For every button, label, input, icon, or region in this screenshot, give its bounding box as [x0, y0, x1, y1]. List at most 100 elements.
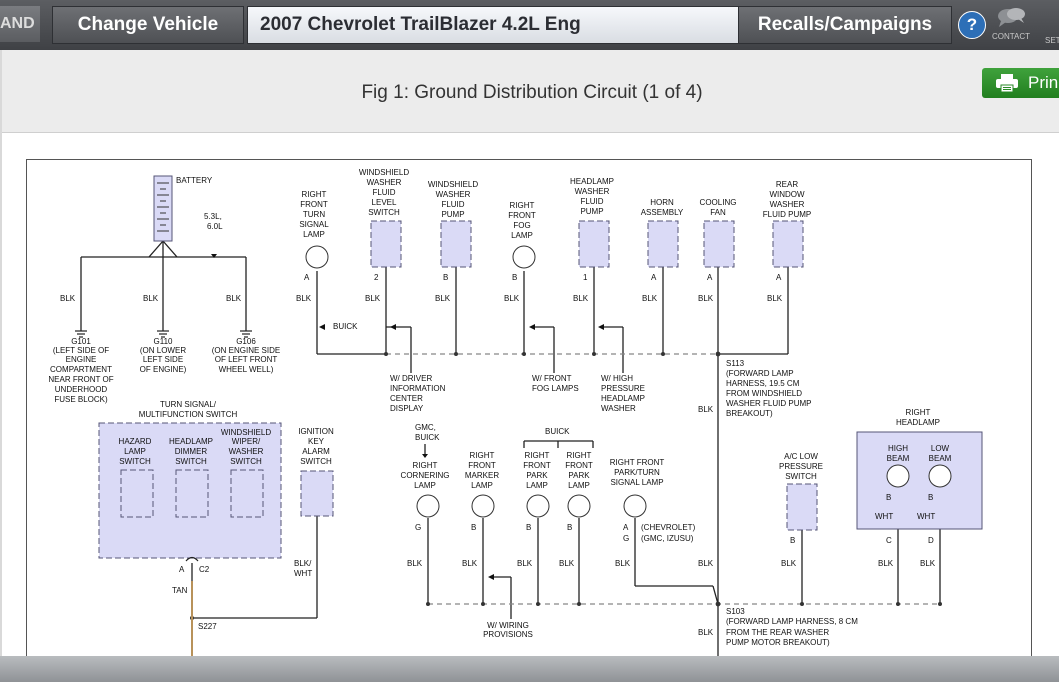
print-label: Prin [1028, 73, 1059, 92]
svg-text:FROM WINDSHIELD: FROM WINDSHIELD [726, 389, 802, 398]
svg-text:FRONT: FRONT [468, 461, 496, 470]
svg-text:PARK: PARK [568, 471, 590, 480]
nav-truncated-item[interactable]: AND [0, 6, 40, 42]
svg-text:FOG LAMPS: FOG LAMPS [532, 384, 579, 393]
svg-text:ALARM: ALARM [302, 447, 330, 456]
svg-text:COOLING: COOLING [700, 198, 737, 207]
svg-text:(ON LOWER: (ON LOWER [140, 346, 186, 355]
horn-assembly: HORN ASSEMBLY A BLK [641, 198, 684, 303]
svg-text:WHEEL WELL): WHEEL WELL) [219, 365, 274, 374]
change-vehicle-button[interactable]: Change Vehicle [52, 6, 244, 44]
svg-text:WINDSHIELD: WINDSHIELD [221, 428, 271, 437]
svg-text:ENGINE: ENGINE [66, 355, 97, 364]
svg-text:WIPER/: WIPER/ [232, 437, 261, 446]
buick-note: BUICK [333, 322, 358, 331]
svg-text:HAZARD: HAZARD [119, 437, 152, 446]
contact-label: CONTACT [991, 32, 1031, 41]
svg-text:BLK: BLK [504, 294, 520, 303]
svg-text:LAMP: LAMP [568, 481, 590, 490]
svg-text:W/ HIGH: W/ HIGH [601, 374, 633, 383]
svg-text:2: 2 [374, 273, 379, 282]
svg-text:G: G [623, 534, 629, 543]
wire-color-label: WHT [294, 569, 312, 578]
svg-text:RIGHT: RIGHT [525, 451, 550, 460]
svg-text:(LEFT SIDE OF: (LEFT SIDE OF [53, 346, 109, 355]
svg-text:LAMP: LAMP [303, 230, 325, 239]
svg-text:RIGHT: RIGHT [567, 451, 592, 460]
hazard-lamp-switch: HAZARD LAMP SWITCH [119, 437, 154, 518]
svg-text:WASHER FLUID PUMP: WASHER FLUID PUMP [726, 399, 812, 408]
svg-text:SWITCH: SWITCH [368, 208, 400, 217]
svg-text:SIGNAL LAMP: SIGNAL LAMP [610, 478, 663, 487]
ignition-key-alarm-switch: IGNITION KEY ALARM SWITCH [298, 427, 334, 517]
svg-text:D: D [928, 536, 934, 545]
svg-text:FRONT: FRONT [565, 461, 593, 470]
svg-text:B: B [471, 523, 476, 532]
svg-text:B: B [567, 523, 572, 532]
connector-pin: A [179, 565, 185, 574]
svg-text:FLUID PUMP: FLUID PUMP [763, 210, 811, 219]
svg-text:BLK: BLK [920, 559, 936, 568]
svg-text:RIGHT: RIGHT [510, 201, 535, 210]
svg-text:SWITCH: SWITCH [300, 457, 332, 466]
ground-distribution-schematic: BATTERY 5.3L, 6.0L BLK BLK BLK G101 (LEF… [48, 168, 983, 657]
svg-text:G101: G101 [71, 337, 91, 346]
svg-text:KEY: KEY [308, 437, 325, 446]
svg-text:IGNITION: IGNITION [298, 427, 334, 436]
svg-text:A: A [707, 273, 713, 282]
wiring-diagram: BATTERY 5.3L, 6.0L BLK BLK BLK G101 (LEF… [26, 159, 1032, 658]
svg-text:W/ WIRING: W/ WIRING [487, 621, 529, 630]
svg-text:UNDERHOOD: UNDERHOOD [55, 385, 108, 394]
chat-bubbles-icon [998, 8, 1025, 27]
right-front-park-lamp: RIGHT FRONT PARK LAMP B BLK [559, 451, 593, 568]
svg-text:BLK: BLK [878, 559, 894, 568]
svg-text:HEADLAMP: HEADLAMP [896, 418, 940, 427]
right-front-fog-lamp: RIGHT FRONT FOG LAMP B BLK [504, 201, 536, 303]
svg-text:RIGHT: RIGHT [906, 408, 931, 417]
svg-text:B: B [443, 273, 448, 282]
svg-text:(CHEVROLET): (CHEVROLET) [641, 523, 696, 532]
svg-text:FLUID: FLUID [580, 197, 603, 206]
svg-text:LAMP: LAMP [526, 481, 548, 490]
svg-text:BEAM: BEAM [887, 454, 910, 463]
svg-text:DIMMER: DIMMER [175, 447, 208, 456]
svg-text:WASHER: WASHER [601, 404, 636, 413]
recalls-campaigns-button[interactable]: Recalls/Campaigns [738, 6, 952, 44]
svg-text:SWITCH: SWITCH [785, 472, 817, 481]
svg-text:CENTER: CENTER [390, 394, 423, 403]
print-button[interactable]: Prin [982, 68, 1059, 98]
svg-text:RIGHT FRONT: RIGHT FRONT [610, 458, 665, 467]
headlamp-dimmer-switch: HEADLAMP DIMMER SWITCH [169, 437, 213, 518]
svg-text:A: A [651, 273, 657, 282]
svg-text:BLK: BLK [462, 559, 478, 568]
svg-text:B: B [526, 523, 531, 532]
svg-text:B: B [512, 273, 517, 282]
svg-text:WHT: WHT [917, 512, 935, 521]
right-front-park-turn-signal-lamp: RIGHT FRONT PARK/TURN SIGNAL LAMP A G (C… [610, 458, 696, 568]
connector-c2-label: C2 [199, 565, 210, 574]
battery-symbol [153, 175, 173, 242]
splice-s103-label: S103 (FORWARD LAMP HARNESS, 8 CM FROM TH… [726, 607, 858, 647]
svg-text:1: 1 [583, 273, 588, 282]
svg-text:PRESSURE: PRESSURE [601, 384, 645, 393]
svg-text:SWITCH: SWITCH [175, 457, 207, 466]
help-icon[interactable]: ? [958, 11, 986, 39]
gmc-buick-note: BUICK [415, 433, 440, 442]
svg-text:HEADLAMP: HEADLAMP [169, 437, 213, 446]
settings-label[interactable]: SET [1045, 36, 1059, 45]
engine-note-line: 6.0L [207, 222, 223, 231]
multifunction-switch-label: TURN SIGNAL/ MULTIFUNCTION SWITCH [139, 400, 238, 419]
svg-text:BLK: BLK [642, 294, 658, 303]
wiring-provisions-note: W/ WIRING PROVISIONS [483, 621, 533, 639]
svg-text:INFORMATION: INFORMATION [390, 384, 446, 393]
wire-color-label: BLK [698, 559, 714, 568]
svg-text:(ON ENGINE SIDE: (ON ENGINE SIDE [212, 346, 280, 355]
svg-text:RIGHT: RIGHT [470, 451, 495, 460]
svg-text:SIGNAL: SIGNAL [299, 220, 329, 229]
splice-s113-label: S113 (FORWARD LAMP HARNESS, 19.5 CM FROM… [726, 359, 812, 418]
bottom-scrollbar-area[interactable] [0, 656, 1059, 682]
svg-text:FOG: FOG [513, 221, 530, 230]
svg-text:BEAM: BEAM [929, 454, 952, 463]
svg-text:PARK: PARK [526, 471, 548, 480]
contact-button[interactable]: CONTACT [988, 6, 1034, 41]
